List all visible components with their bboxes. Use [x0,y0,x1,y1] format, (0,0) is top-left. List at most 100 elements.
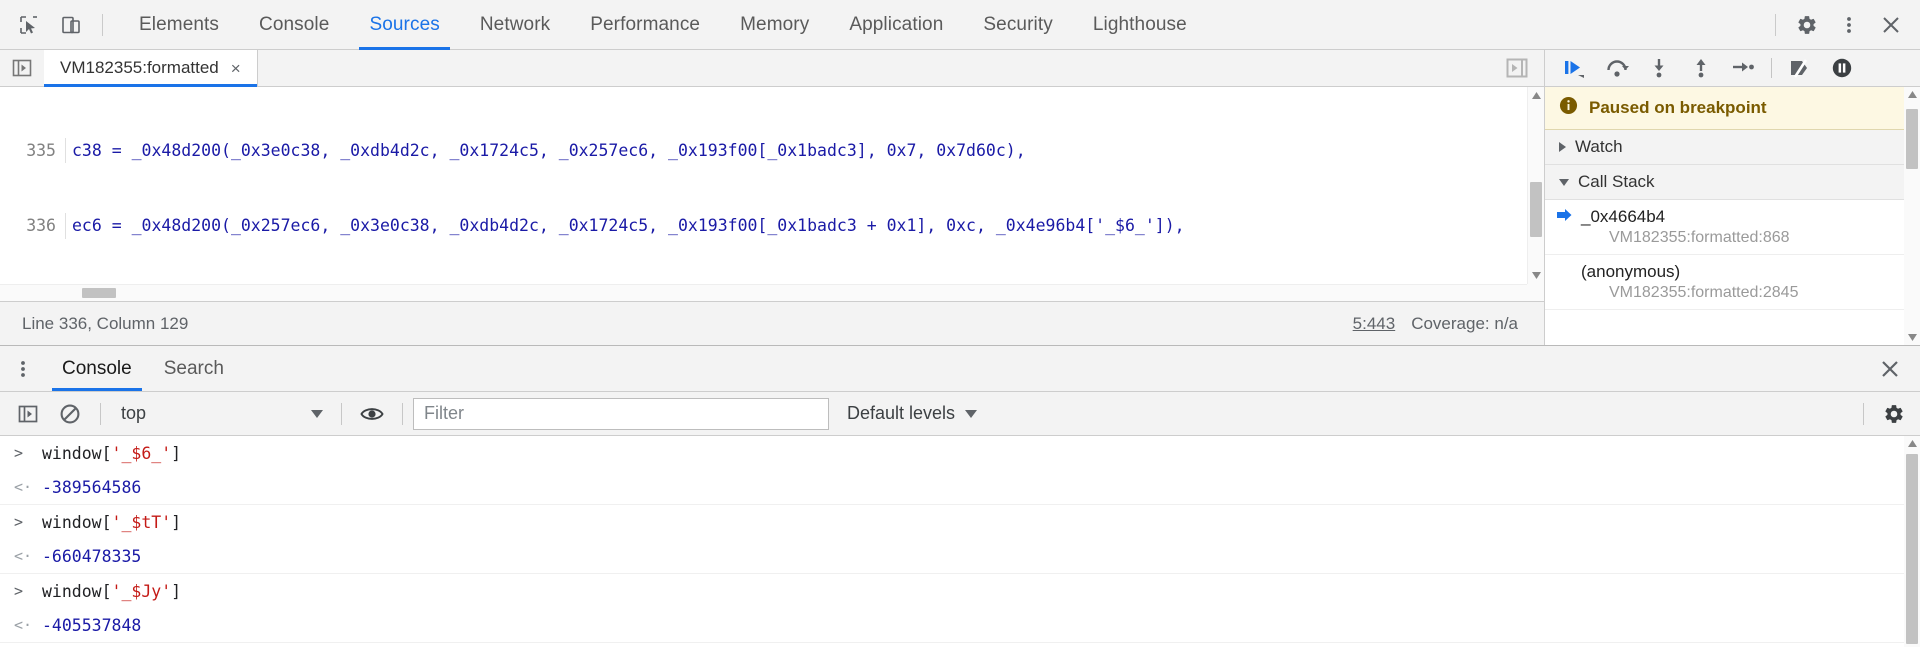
editor-vertical-scrollbar[interactable] [1527,87,1544,284]
console-filter-input[interactable] [413,397,829,430]
console-input-row[interactable]: > window['_$Jy'] [0,574,1904,609]
drawer-tab-search[interactable]: Search [148,346,240,391]
scrollbar-corner [1527,284,1544,301]
call-stack-section-header[interactable]: Call Stack [1545,165,1920,200]
debugger-scrollbar[interactable] [1904,87,1920,345]
drawer-tab-console[interactable]: Console [46,346,148,391]
scroll-down-arrow-icon[interactable] [1528,267,1544,284]
tab-console-label: Console [259,13,330,35]
console-settings-gear-icon[interactable] [1874,397,1914,431]
resume-icon[interactable] [1555,52,1595,84]
chevron-down-icon [311,409,323,418]
step-icon[interactable] [1723,52,1763,84]
console-message-list: > window['_$6_'] <· -389564586 > window[… [0,436,1904,647]
scroll-up-arrow-icon[interactable] [1528,87,1544,104]
close-icon[interactable] [1870,4,1912,46]
call-stack-frame-body: (anonymous) VM182355:formatted:2845 [1581,262,1798,302]
expr-string: '_$6_' [111,443,172,463]
console-scroll-thumb[interactable] [1906,454,1918,644]
console-scrollbar[interactable] [1904,436,1920,647]
tab-performance-label: Performance [590,13,701,35]
inspect-cursor-icon[interactable] [8,4,50,46]
editor-status-bar: Line 336, Column 129 5:443 Coverage: n/a [0,301,1544,345]
input-prompt-icon: > [14,582,24,601]
console-toolbar-divider-2 [341,402,342,425]
tabstrip-spacer [258,50,1490,86]
call-stack-section-label: Call Stack [1578,172,1655,191]
editor-tabstrip: VM182355:formatted × [0,50,1544,87]
console-toolbar-divider [100,402,101,425]
kebab-menu-icon[interactable] [1828,4,1870,46]
current-frame-marker-icon [1555,207,1573,227]
editor-horizontal-scrollbar[interactable] [0,284,1527,301]
scroll-down-arrow-icon[interactable] [1904,330,1920,345]
chevron-right-icon [1559,142,1566,152]
console-expression: window['_$6_'] [42,444,181,463]
step-out-icon[interactable] [1681,52,1721,84]
clear-console-icon[interactable] [50,397,90,431]
debugger-sidebar: Paused on breakpoint Watch Call Stack _0… [1545,50,1920,345]
paused-banner-text: Paused on breakpoint [1589,98,1767,117]
code-line: 335 c38 = _0x48d200(_0x3e0c38, _0xdb4d2c… [0,137,1527,163]
console-drawer: Console Search [0,345,1920,647]
console-log-levels-selector[interactable]: Default levels [847,403,978,424]
show-debugger-icon[interactable] [1490,50,1544,86]
tab-security[interactable]: Security [963,0,1072,50]
console-input-row[interactable]: > window['_$tT'] [0,505,1904,540]
drawer-close-icon[interactable] [1860,346,1920,391]
line-text: ec6 = _0x48d200(_0x257ec6, _0x3e0c38, _0… [72,216,1185,236]
console-output-row: <· -405537848 [0,609,1904,643]
tab-performance[interactable]: Performance [570,0,720,50]
editor-vscroll-thumb[interactable] [1530,182,1542,237]
scroll-up-arrow-icon[interactable] [1904,87,1920,102]
tab-security-label: Security [983,13,1053,35]
editor-file-tab-close-icon[interactable]: × [230,58,241,78]
line-number: 336 [0,213,66,239]
step-over-icon[interactable] [1597,52,1637,84]
execution-context-selector[interactable]: top [111,399,331,429]
console-messages[interactable]: > window['_$6_'] <· -389564586 > window[… [0,436,1920,647]
output-prompt-icon: <· [14,478,33,497]
watch-section-header[interactable]: Watch [1545,130,1920,165]
tab-lighthouse[interactable]: Lighthouse [1073,0,1207,50]
source-position-link[interactable]: 5:443 [1352,313,1396,333]
console-sidebar-icon[interactable] [8,397,48,431]
output-prompt-icon: <· [14,547,33,566]
drawer-kebab-menu-icon[interactable] [0,346,46,391]
tab-network[interactable]: Network [460,0,570,50]
call-stack-frame[interactable]: _0x4664b4 VM182355:formatted:868 [1545,200,1920,255]
expr-string: '_$tT' [111,512,172,532]
show-navigator-icon[interactable] [0,50,44,86]
drawer-tabbar: Console Search [0,346,1920,392]
call-stack-frame[interactable]: (anonymous) VM182355:formatted:2845 [1545,255,1920,310]
expr-tail: ] [171,581,182,601]
tab-elements[interactable]: Elements [119,0,239,50]
drawer-tab-console-label: Console [62,357,132,379]
expr-tail: ] [171,443,182,463]
pause-on-exceptions-icon[interactable] [1822,52,1862,84]
tab-memory[interactable]: Memory [720,0,829,50]
expr-string: '_$Jy' [111,581,172,601]
input-prompt-icon: > [14,513,24,532]
scroll-up-arrow-icon[interactable] [1904,436,1920,451]
editor-hscroll-thumb[interactable] [82,288,116,298]
tab-sources[interactable]: Sources [349,0,459,50]
info-icon [1559,96,1578,120]
deactivate-breakpoints-icon[interactable] [1780,52,1820,84]
console-input-row[interactable]: > window['_$6_'] [0,436,1904,471]
editor-file-tab[interactable]: VM182355:formatted × [44,50,258,87]
tab-memory-label: Memory [740,13,810,35]
tab-console[interactable]: Console [239,0,349,50]
console-output-value: -660478335 [42,546,142,566]
step-into-icon[interactable] [1639,52,1679,84]
debugger-scroll-thumb[interactable] [1906,109,1918,169]
live-expression-icon[interactable] [352,397,392,431]
tab-lighthouse-label: Lighthouse [1092,13,1187,35]
device-toolbar-icon[interactable] [50,4,92,46]
code-editor[interactable]: 335 c38 = _0x48d200(_0x3e0c38, _0xdb4d2c… [0,87,1544,301]
tab-application[interactable]: Application [829,0,963,50]
gear-icon[interactable] [1786,4,1828,46]
line-number: 335 [0,137,66,163]
code-line: 336 ec6 = _0x48d200(_0x257ec6, _0x3e0c38… [0,213,1527,239]
cursor-position: Line 336, Column 129 [22,313,189,333]
